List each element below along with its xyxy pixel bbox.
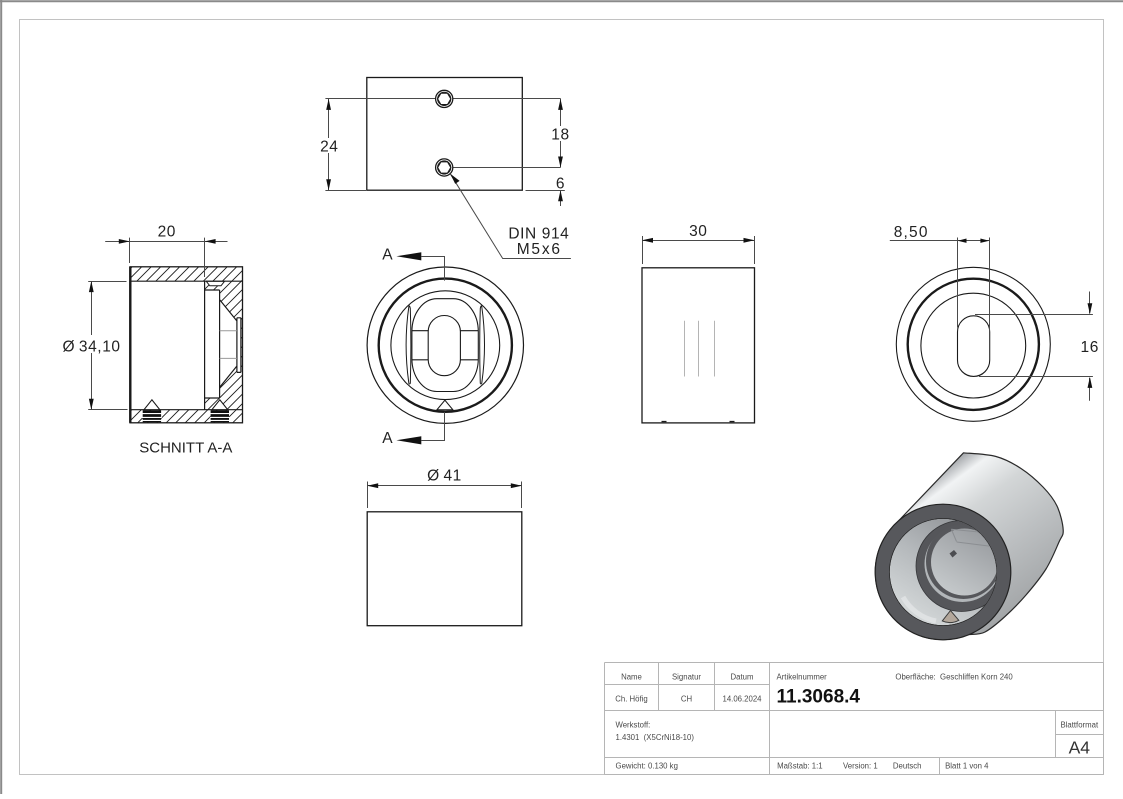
svg-text:18: 18: [551, 126, 569, 143]
svg-text:8,50: 8,50: [894, 224, 929, 241]
svg-text:24: 24: [320, 139, 338, 156]
svg-text:Ø 34,10: Ø 34,10: [63, 339, 121, 356]
svg-text:Oberfläche: Geschliffen Korn: Oberfläche: Geschliffen Korn 240: [895, 672, 1013, 681]
svg-text:14.06.2024: 14.06.2024: [722, 695, 762, 704]
svg-text:6: 6: [556, 175, 565, 192]
svg-text:Gewicht: 0.130 kg: Gewicht: 0.130 kg: [616, 762, 678, 771]
svg-text:Ø 41: Ø 41: [427, 467, 462, 484]
svg-text:11.3068.4: 11.3068.4: [777, 687, 861, 708]
svg-text:A4: A4: [1069, 738, 1091, 758]
svg-text:30: 30: [689, 223, 707, 240]
svg-text:Signatur: Signatur: [672, 672, 701, 681]
svg-text:1.4301 (X5CrNi18-10): 1.4301 (X5CrNi18-10): [616, 733, 695, 742]
svg-text:DIN 914: DIN 914: [508, 226, 569, 243]
svg-text:Werkstoff:: Werkstoff:: [616, 720, 651, 729]
svg-text:SCHNITT A-A: SCHNITT A-A: [139, 439, 232, 456]
svg-text:A: A: [382, 430, 393, 447]
svg-text:Blatt 1 von 4: Blatt 1 von 4: [945, 762, 989, 771]
svg-text:Version: 1: Version: 1: [843, 762, 878, 771]
svg-text:Name: Name: [621, 672, 642, 681]
svg-text:Datum: Datum: [731, 672, 754, 681]
svg-text:16: 16: [1080, 339, 1098, 356]
svg-text:20: 20: [158, 224, 176, 241]
svg-text:Ch. Höfig: Ch. Höfig: [615, 695, 648, 704]
svg-text:A: A: [382, 247, 393, 264]
svg-text:Deutsch: Deutsch: [893, 762, 922, 771]
svg-text:Maßstab: 1:1: Maßstab: 1:1: [777, 762, 823, 771]
svg-text:Artikelnummer: Artikelnummer: [777, 672, 828, 681]
svg-text:Blattformat: Blattformat: [1060, 721, 1099, 730]
svg-text:CH: CH: [681, 695, 692, 704]
svg-text:M5x6: M5x6: [517, 241, 562, 258]
